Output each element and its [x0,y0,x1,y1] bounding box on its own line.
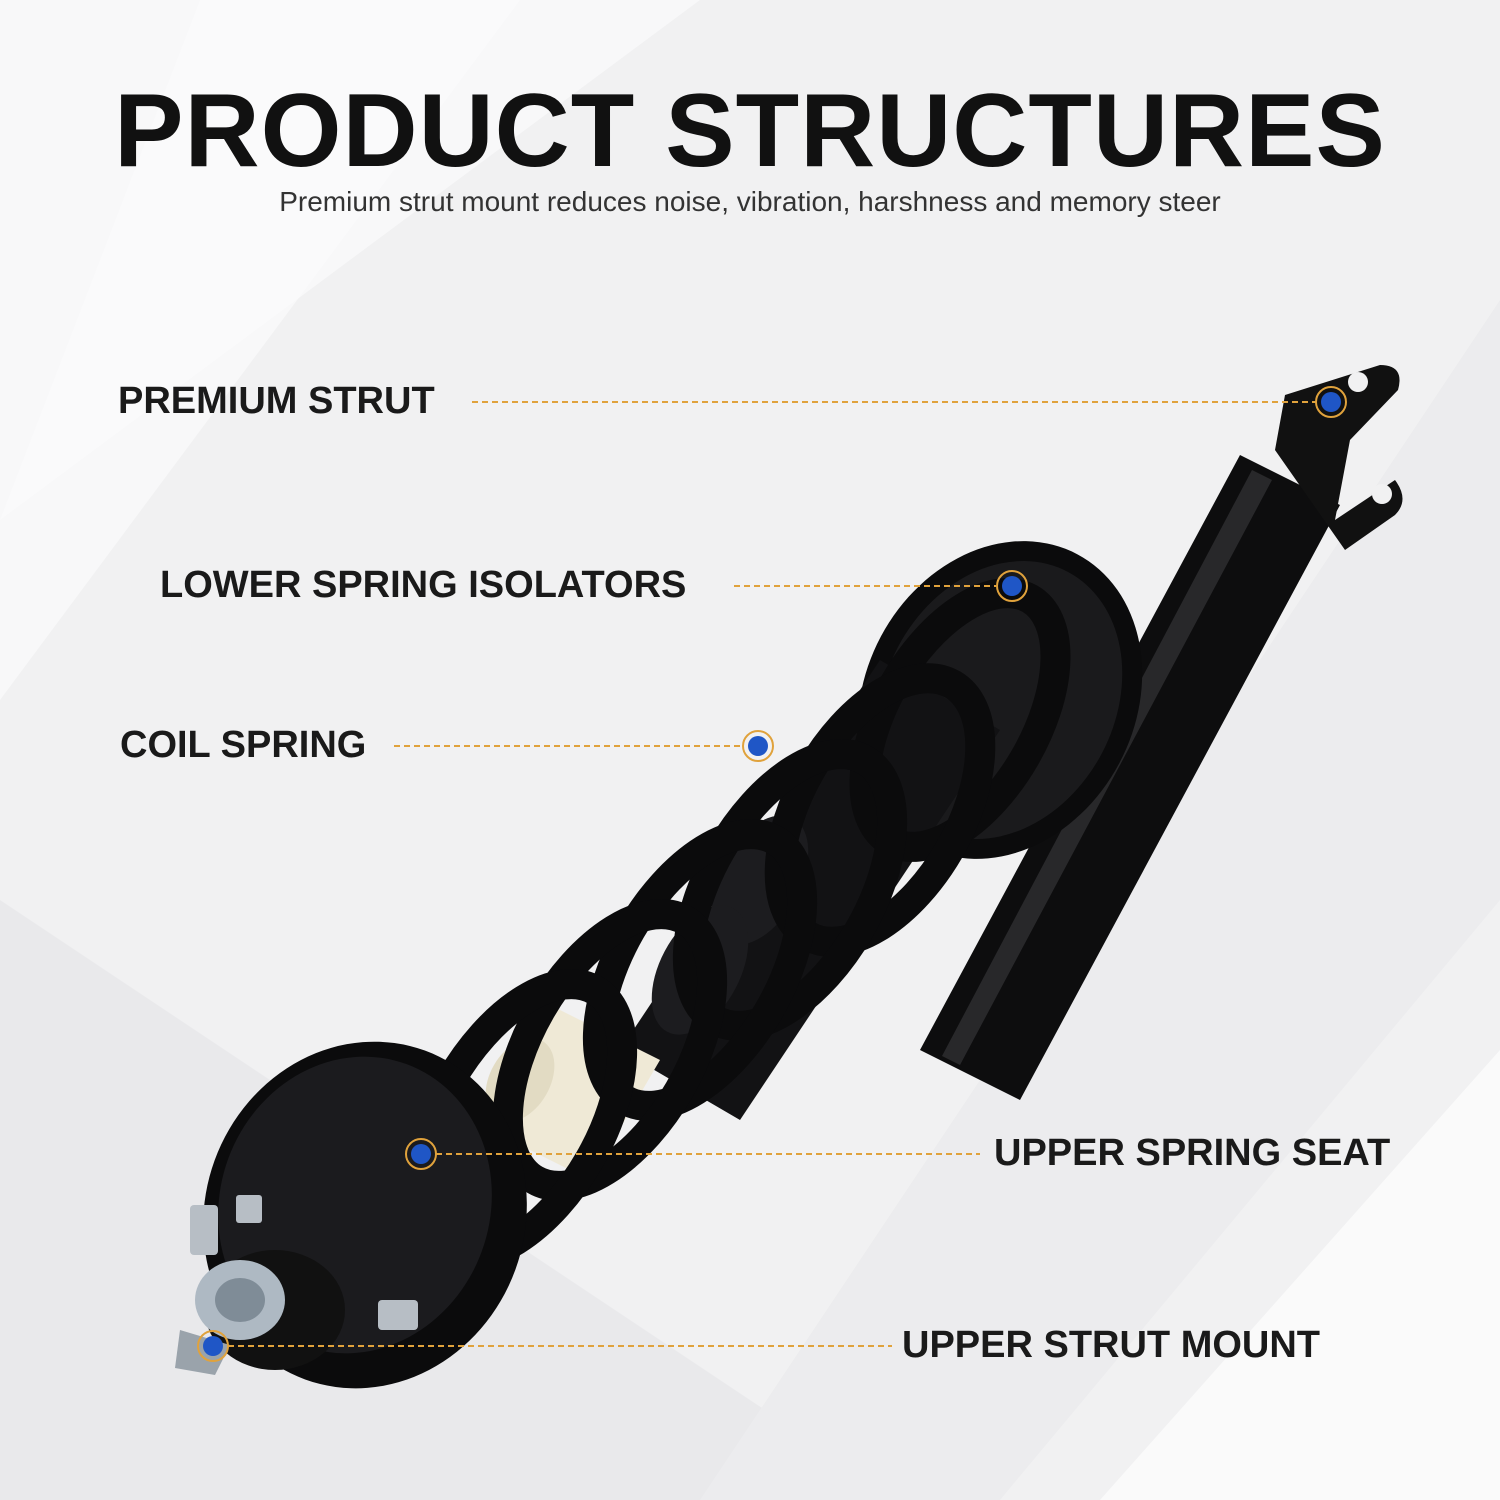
callout-upper-strut-mount: UPPER STRUT MOUNT [902,1324,1320,1366]
callout-coil-spring: COIL SPRING [120,724,367,766]
marker-upper-strut-mount [197,1330,229,1362]
page-subtitle: Premium strut mount reduces noise, vibra… [279,186,1221,217]
marker-coil-spring [742,730,774,762]
marker-upper-spring-seat [405,1138,437,1170]
callout-premium-strut: PREMIUM STRUT [118,380,435,422]
marker-premium-strut [1315,386,1347,418]
callout-upper-spring-seat: UPPER SPRING SEAT [994,1132,1391,1174]
marker-lower-spring-isolators [996,570,1028,602]
upper-strut-mount [175,1041,527,1389]
callout-lower-spring-isolators: LOWER SPRING ISOLATORS [160,564,687,606]
page-title: PRODUCT STRUCTURES [114,73,1386,189]
